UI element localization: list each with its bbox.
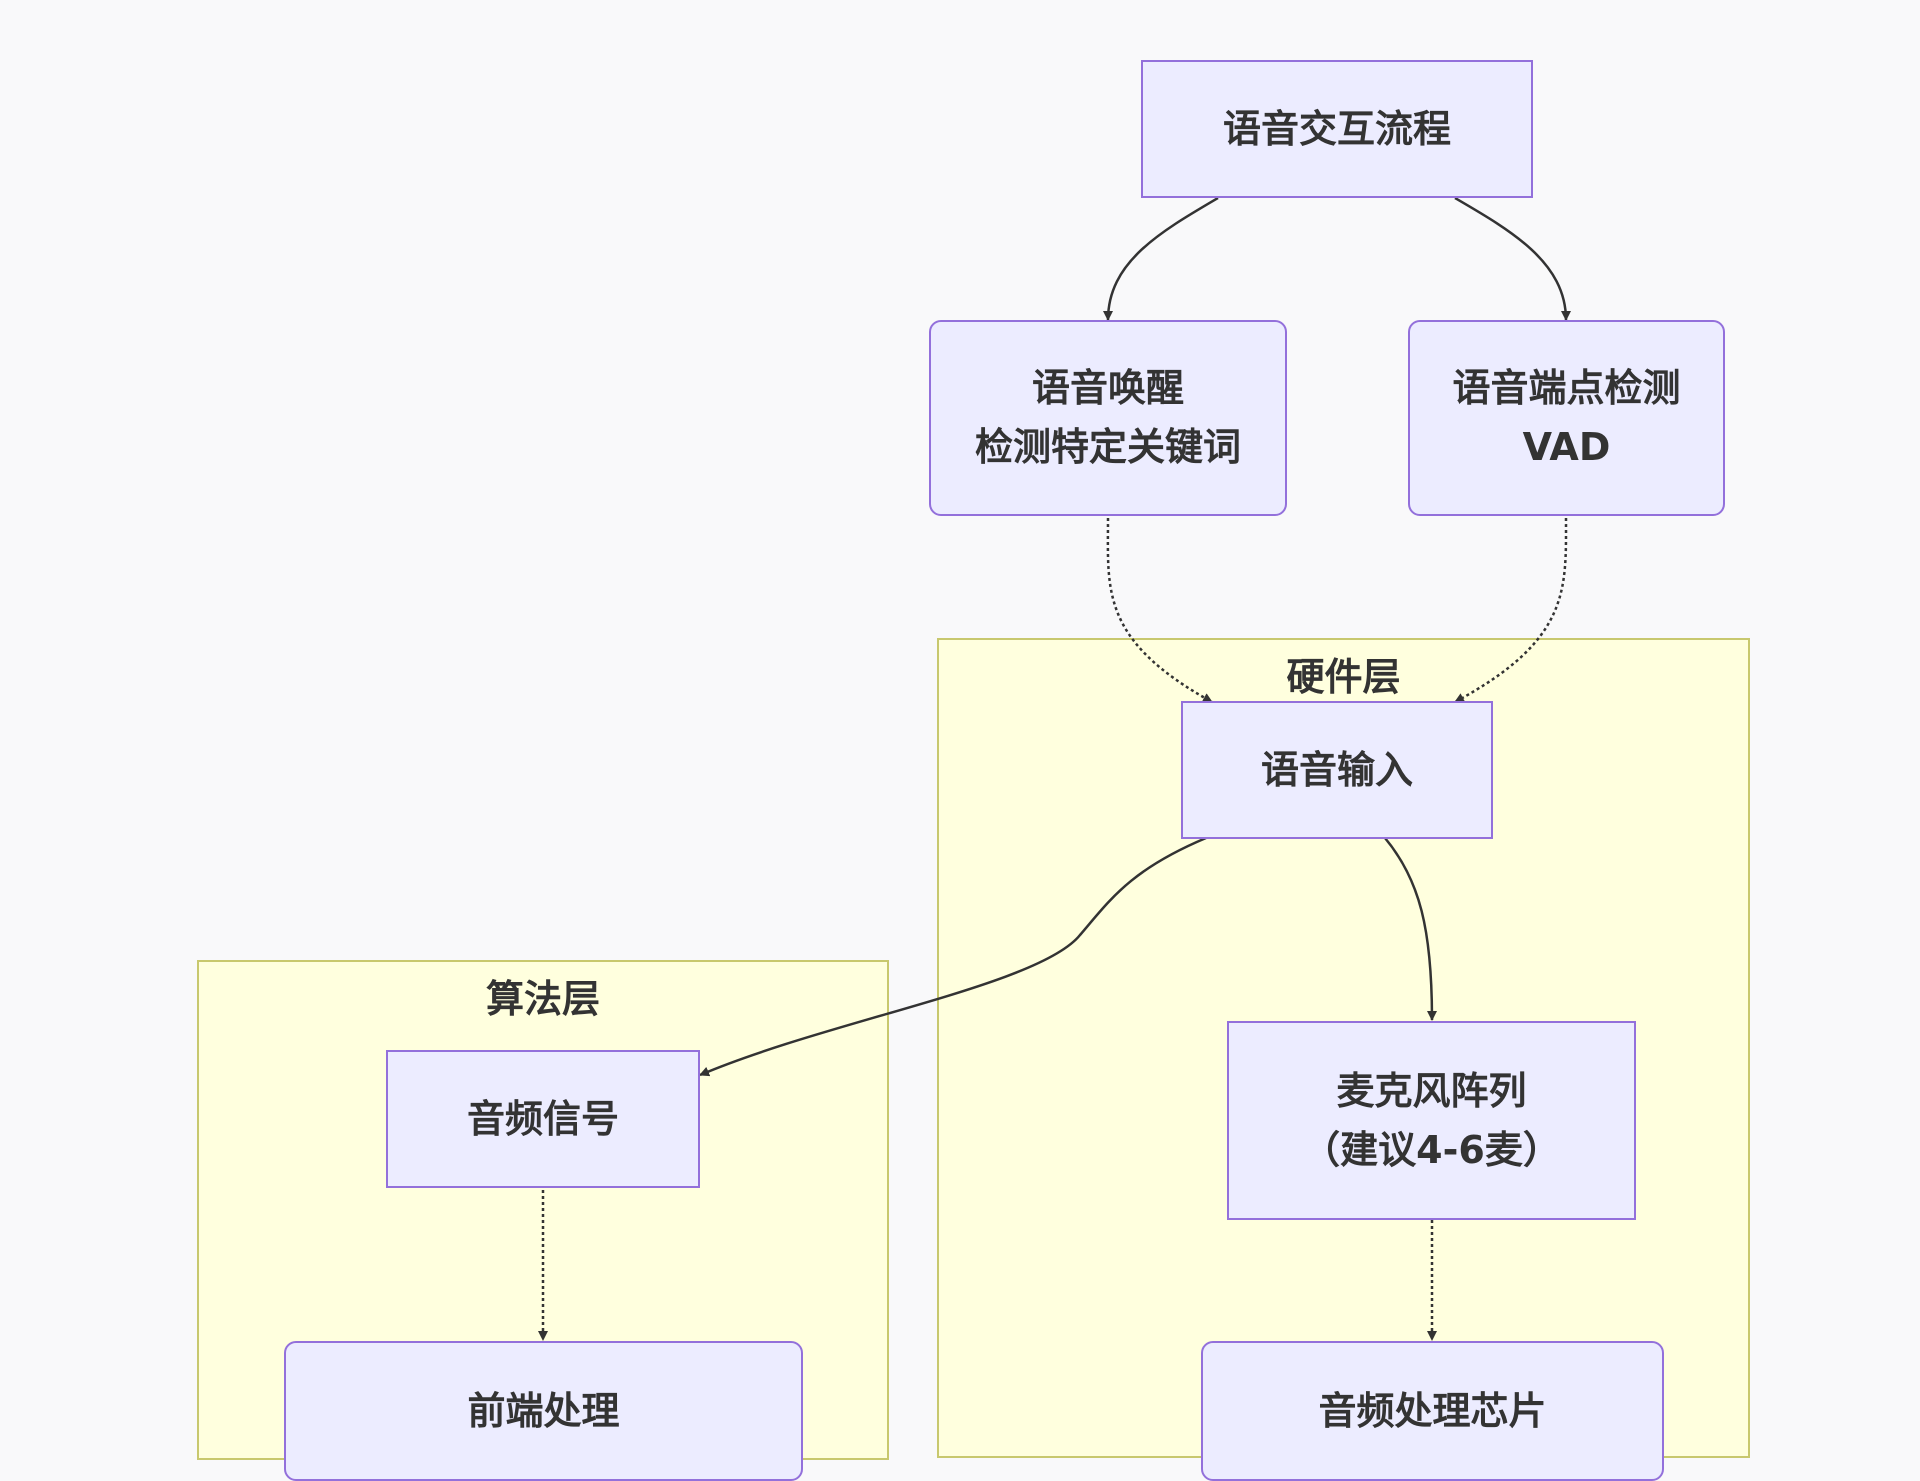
edge-flow-to-wake [1103, 196, 1219, 321]
edge-input-to-signal [699, 836, 1207, 1077]
node-voice-interaction-flow[interactable]: 语音交互流程 [1141, 60, 1533, 198]
node-mic-array[interactable]: 麦克风阵列 （建议4-6麦） [1227, 1021, 1636, 1220]
edge-flow-to-vad [1454, 196, 1571, 321]
node-vad-line-1: 语音端点检测 [1452, 366, 1681, 411]
node-audio-signal-line-1: 音频信号 [466, 1096, 619, 1141]
node-voice-wakeup-line-2: 检测特定关键词 [974, 425, 1241, 469]
edge-wake-to-input [1106, 517, 1213, 704]
node-voice-wakeup[interactable]: 语音唤醒 检测特定关键词 [929, 320, 1287, 516]
edge-vad-to-input [1454, 517, 1568, 704]
node-mic-array-line-2: （建议4-6麦） [1302, 1127, 1561, 1172]
diagram-canvas: 硬件层 算法层 语音交互流程 语音唤醒 检测特定关键词 语音端点检测 VAD 语… [197, 60, 1750, 1481]
node-voice-input-line-1: 语音输入 [1260, 747, 1413, 792]
node-frontend-processing-line-1: 前端处理 [467, 1388, 620, 1433]
edges-layer [538, 196, 1571, 1341]
node-audio-chip[interactable]: 音频处理芯片 [1201, 1341, 1664, 1481]
node-frontend-processing[interactable]: 前端处理 [284, 1341, 803, 1481]
edge-input-to-mic [1384, 837, 1437, 1021]
node-vad[interactable]: 语音端点检测 VAD [1408, 320, 1725, 516]
node-voice-wakeup-line-1: 语音唤醒 [1031, 366, 1184, 411]
node-audio-chip-line-1: 音频处理芯片 [1318, 1388, 1547, 1433]
node-vad-line-2: VAD [1522, 425, 1611, 469]
node-voice-input[interactable]: 语音输入 [1181, 701, 1493, 839]
node-audio-signal[interactable]: 音频信号 [386, 1050, 700, 1188]
cluster-hardware-title: 硬件层 [1286, 655, 1401, 699]
node-mic-array-line-1: 麦克风阵列 [1336, 1068, 1527, 1113]
cluster-algorithm-title: 算法层 [485, 977, 600, 1021]
node-voice-interaction-flow-line-1: 语音交互流程 [1222, 106, 1451, 151]
